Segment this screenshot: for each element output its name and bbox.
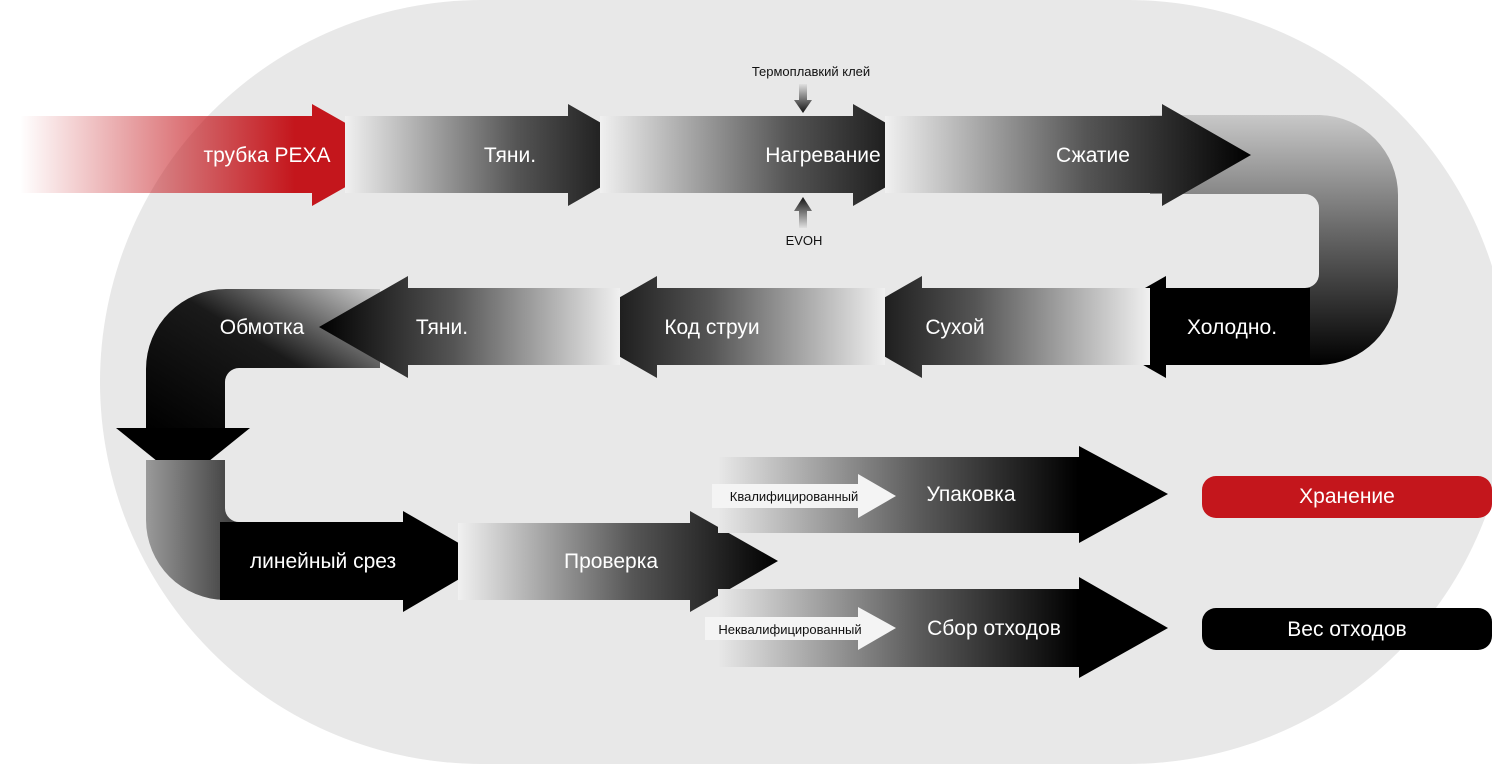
arrow-step-cutting xyxy=(220,511,490,612)
result-waste-weight-pill xyxy=(1202,608,1492,650)
arrow-step-compression xyxy=(885,104,1251,206)
result-storage-pill xyxy=(1202,476,1492,518)
arrow-step-inspection xyxy=(458,511,778,612)
arrow-step-inkjet xyxy=(568,276,885,378)
qualified-arrow-icon xyxy=(712,474,896,518)
input-arrow-down-icon xyxy=(794,84,812,113)
label-step-winding: Обмотка xyxy=(220,316,305,339)
label-step-compression: Сжатие xyxy=(1056,144,1130,167)
label-branch-unqualified: Неквалифицированный xyxy=(718,622,861,637)
arrow-step-pull-2 xyxy=(319,276,620,378)
label-input-evoh: EVOH xyxy=(786,233,823,248)
arrow-step-waste-collection xyxy=(718,577,1168,678)
arrow-step-pull-1 xyxy=(345,104,657,206)
input-arrow-up-icon xyxy=(794,197,812,228)
label-result-storage: Хранение xyxy=(1299,485,1395,508)
unqualified-arrow-icon xyxy=(705,607,896,650)
label-step-packaging: Упаковка xyxy=(926,483,1015,506)
label-step-pull-1: Тяни. xyxy=(484,144,536,167)
label-step-drying: Сухой xyxy=(925,316,984,339)
label-step-inspection: Проверка xyxy=(564,550,658,573)
label-step-inkjet: Код струи xyxy=(664,316,759,339)
label-start-pexa: трубка PEXA xyxy=(203,144,330,167)
arrow-start-pexa xyxy=(20,104,402,206)
arrow-step-drying xyxy=(833,276,1150,378)
label-input-hotmelt: Термоплавкий клей xyxy=(752,64,870,79)
label-step-cutting: линейный срез xyxy=(250,550,396,573)
arrow-step-heating xyxy=(600,104,942,206)
label-branch-qualified: Квалифицированный xyxy=(730,489,859,504)
arrow-step-packaging xyxy=(718,446,1168,543)
label-step-waste-collection: Сбор отходов xyxy=(927,617,1061,640)
arrow-down-head xyxy=(116,428,250,482)
label-result-waste-weight: Вес отходов xyxy=(1287,618,1406,641)
label-step-cooling: Холодно. xyxy=(1187,316,1277,339)
label-step-heating: Нагревание xyxy=(765,144,880,167)
label-step-pull-2: Тяни. xyxy=(416,316,468,339)
bend-connector-left xyxy=(146,289,380,430)
